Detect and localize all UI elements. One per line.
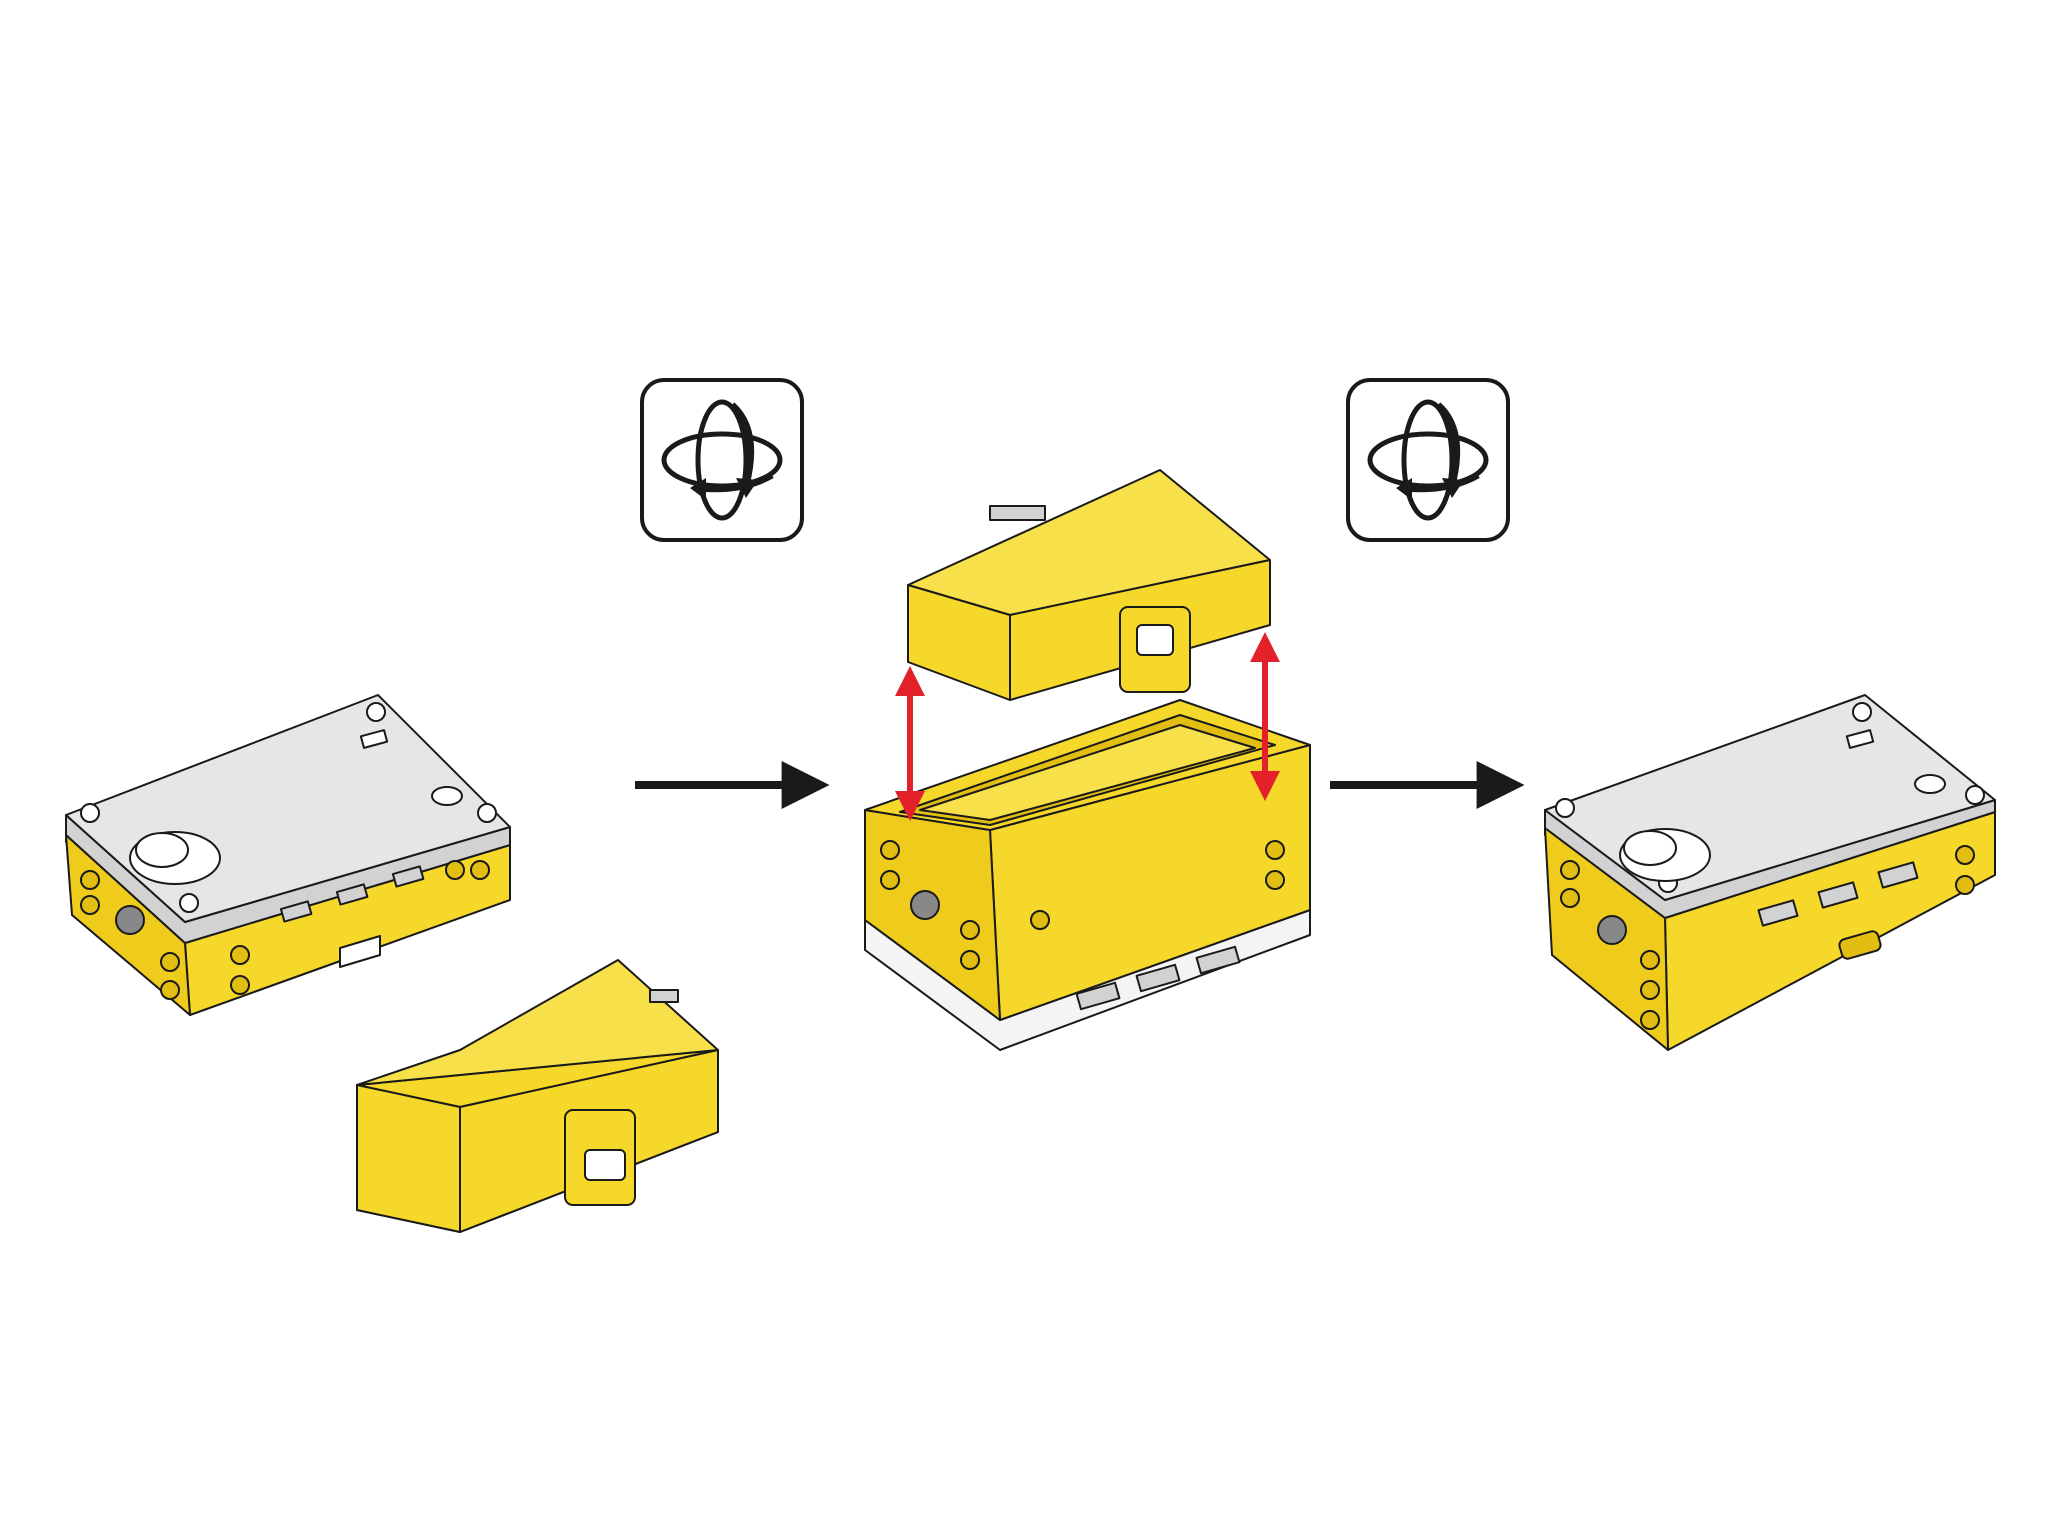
port-e — [1877, 861, 1919, 889]
hub-left — [65, 694, 511, 1016]
port-e — [391, 865, 425, 888]
port-b — [1075, 981, 1121, 1011]
port-c — [1817, 881, 1859, 909]
port-a — [279, 900, 313, 923]
battery-middle — [907, 469, 1271, 701]
bluetooth-button-icon — [431, 786, 463, 806]
port-d — [1135, 963, 1181, 993]
port-f — [1195, 945, 1241, 975]
hub-right — [1544, 694, 1996, 1051]
bluetooth-button-icon — [1914, 774, 1946, 794]
rotate-icon — [640, 378, 804, 542]
battery-left-top-face — [356, 959, 719, 1086]
usb-port-icon — [359, 729, 389, 749]
hub-middle — [864, 699, 1311, 1051]
port-a — [1757, 899, 1799, 927]
rotate-icon — [1346, 378, 1510, 542]
usb-port-icon — [1845, 729, 1875, 749]
battery-left — [356, 959, 719, 1233]
port-c — [335, 883, 369, 906]
